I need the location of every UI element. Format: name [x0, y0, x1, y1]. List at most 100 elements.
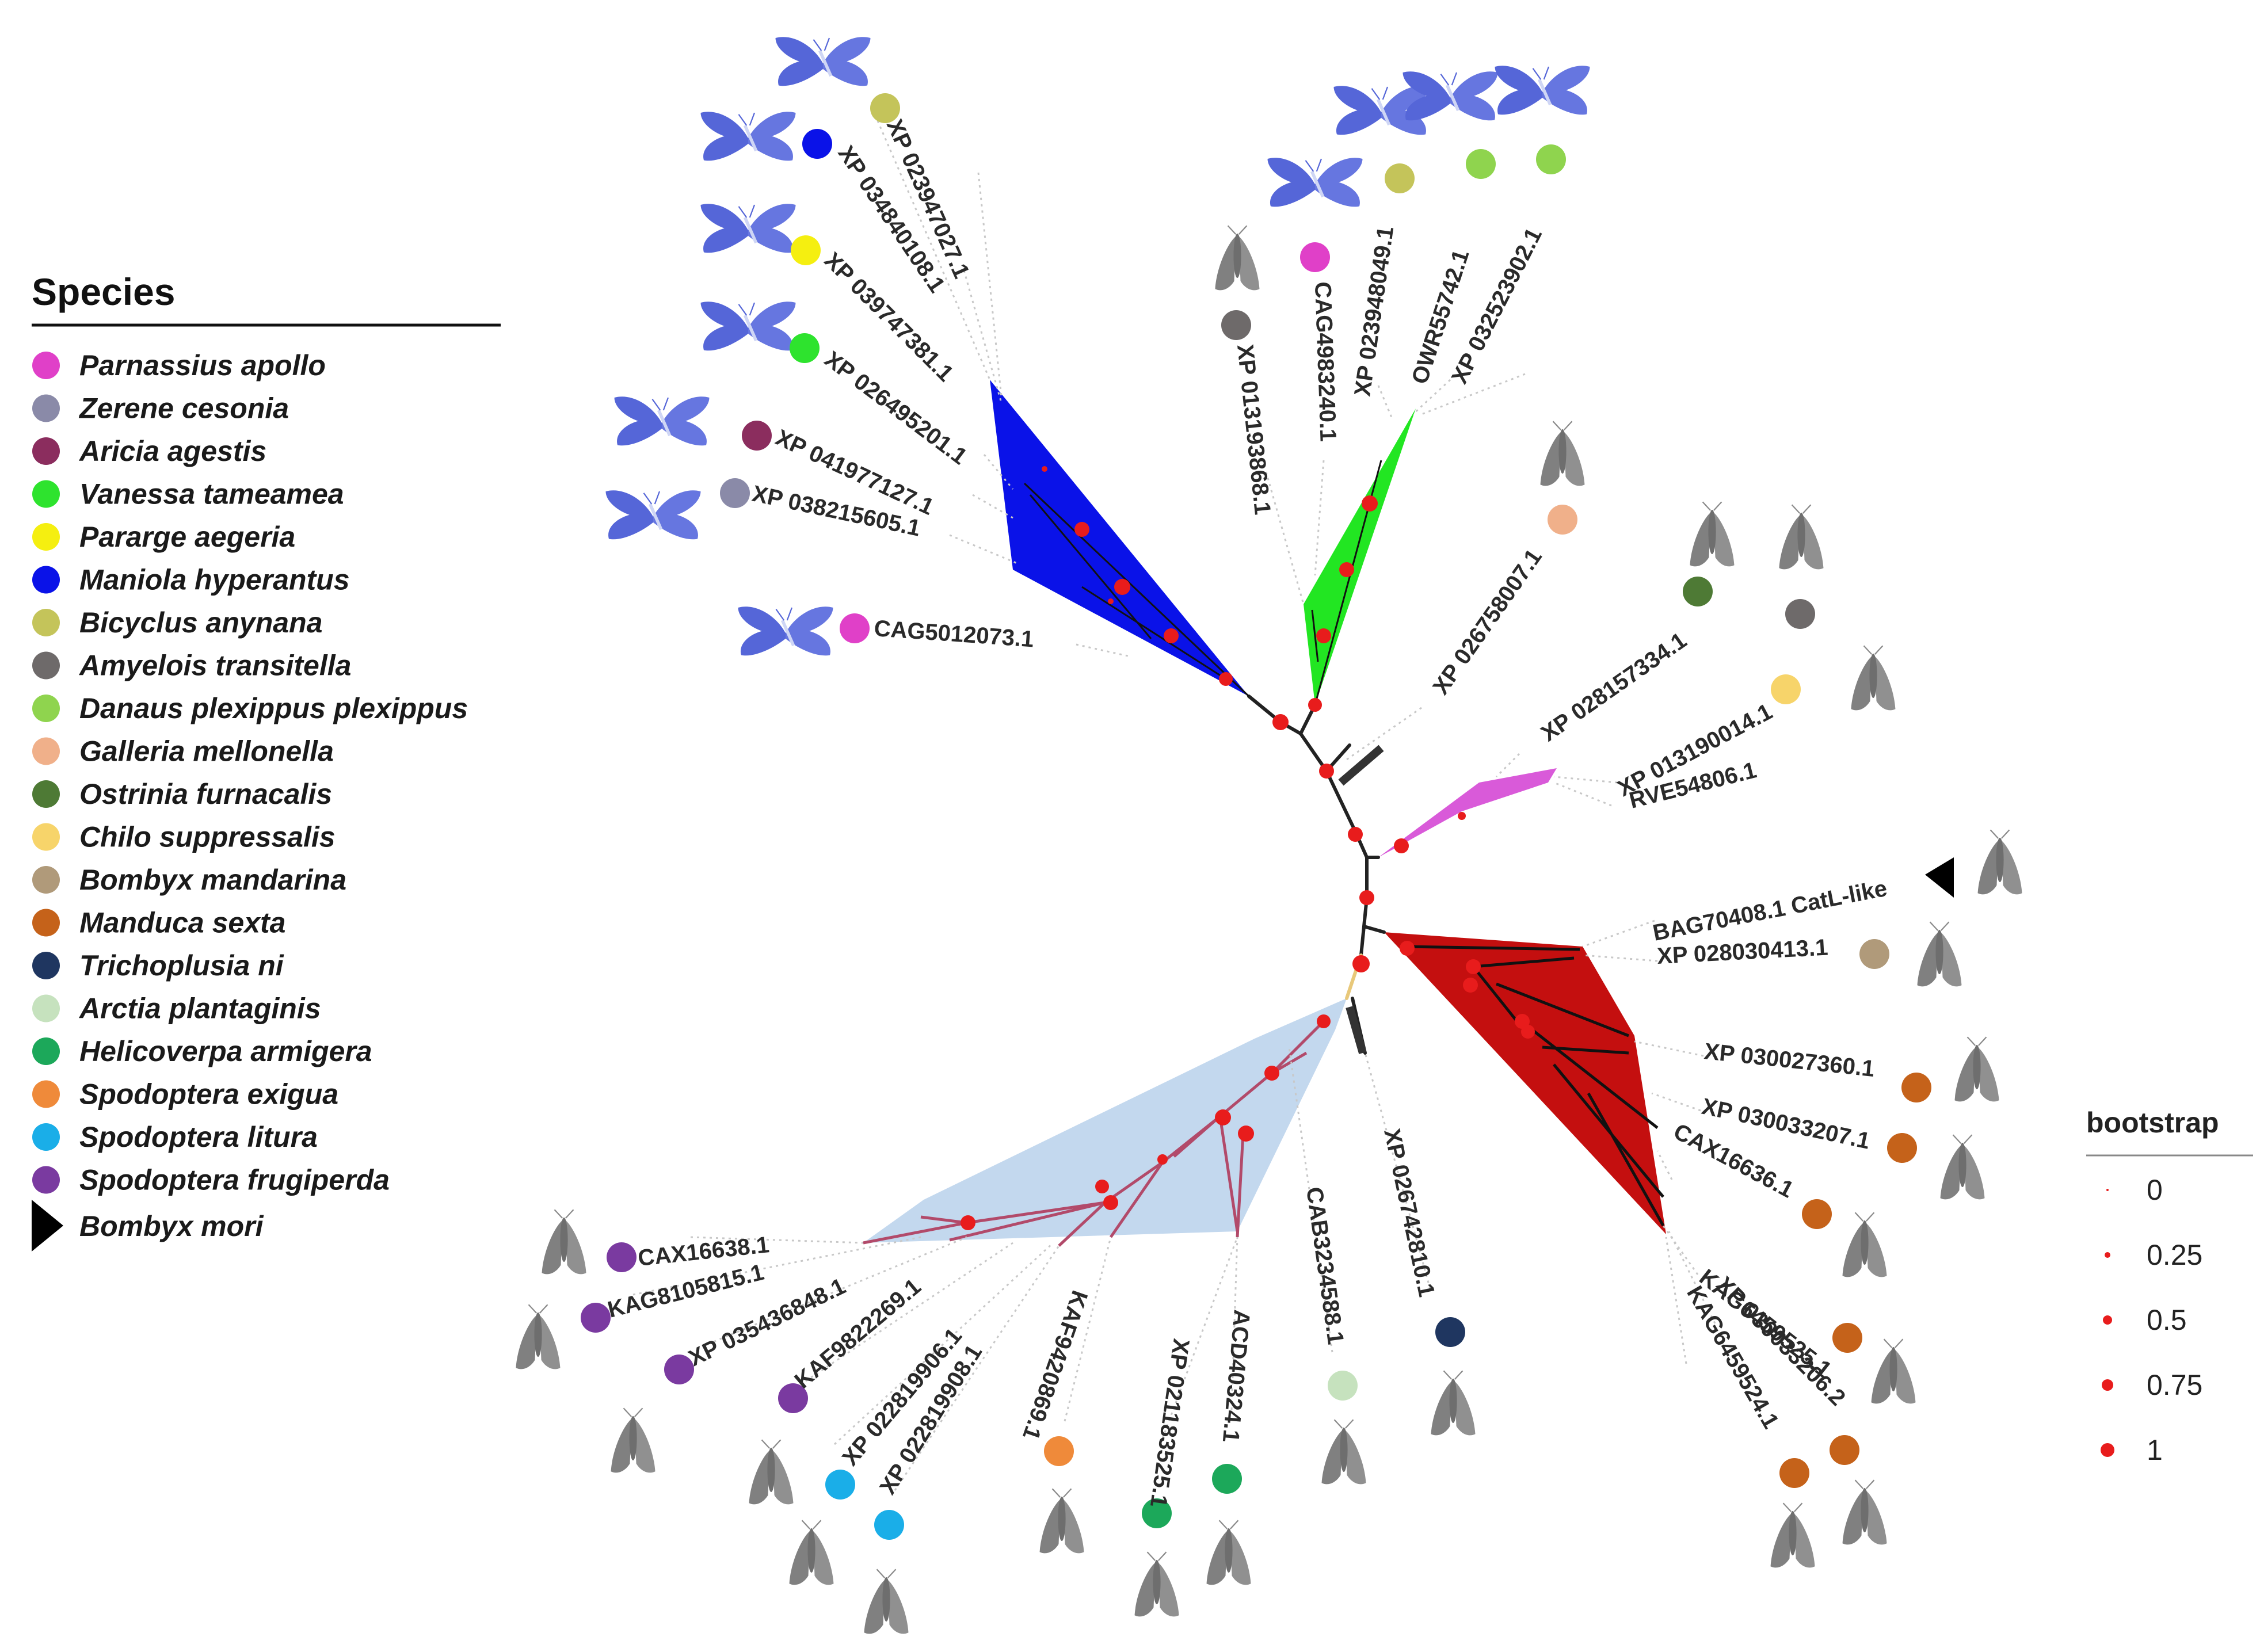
tip-label: XP 030027360.1	[1703, 1039, 1876, 1082]
tree-tip: XP 026495201.1	[701, 302, 972, 470]
species-dot	[1435, 1317, 1465, 1347]
bootstrap-node	[1317, 1014, 1331, 1028]
species-dot	[1142, 1498, 1172, 1528]
legend-swatch	[32, 394, 60, 422]
species-dot	[870, 93, 900, 123]
species-dot	[1859, 939, 1889, 969]
moth-icon	[1842, 1212, 1888, 1278]
galleria-branch-bar	[1338, 745, 1384, 786]
species-dot	[1385, 163, 1415, 193]
tree-tip: RVE54806.1	[1627, 645, 1896, 814]
legend-item-label: Amyelois transitella	[78, 650, 351, 682]
tree-tip: XP 030027360.1	[1703, 1036, 2000, 1102]
species-dot	[1802, 1199, 1832, 1229]
species-dot	[1300, 242, 1330, 272]
tree-tip: CAB3234588.1	[1301, 1185, 1367, 1485]
bootstrap-node	[1157, 1154, 1168, 1165]
legend-item-label: Bombyx mandarina	[79, 864, 346, 896]
bootstrap-node	[1466, 959, 1481, 974]
species-dot	[1785, 599, 1815, 629]
legend-swatch	[32, 352, 60, 379]
moth-icon	[1850, 645, 1896, 711]
bootstrap-node	[1458, 812, 1466, 820]
moth-icon	[1134, 1551, 1180, 1617]
legend-swatch	[32, 566, 60, 594]
red-clade-stem	[1362, 925, 1386, 934]
legend-item-label: Manduca sexta	[79, 907, 285, 939]
species-dot	[581, 1303, 611, 1333]
bootstrap-legend-title: bootstrap	[2086, 1107, 2219, 1139]
legend-item-label: Galleria mellonella	[79, 735, 334, 768]
bootstrap-node	[1042, 466, 1047, 472]
species-dot	[664, 1355, 694, 1384]
tip-label: XP 023948049.1	[1350, 225, 1398, 398]
legend-item-label: Helicoverpa armigera	[79, 1035, 372, 1067]
butterfly-icon	[776, 37, 871, 86]
species-dot	[720, 478, 750, 508]
bootstrap-node	[1095, 1180, 1109, 1193]
clade-blue-polygon	[990, 380, 1249, 696]
bootstrap-node	[1215, 1109, 1231, 1126]
tip-label: BAG70408.1 CatL-like	[1651, 876, 1889, 946]
bootstrap-legend-level: 0	[2147, 1174, 2163, 1206]
bootstrap-node	[1308, 698, 1322, 712]
legend-item-label: Bicyclus anynana	[79, 606, 322, 639]
species-dot	[778, 1383, 808, 1413]
clade-magenta-polygon	[1378, 768, 1557, 857]
legend-swatch	[32, 823, 60, 851]
bootstrap-node	[1074, 522, 1089, 537]
moth-icon	[863, 1569, 909, 1635]
bootstrap-legend-level: 0.5	[2147, 1304, 2187, 1336]
species-dot	[1771, 674, 1801, 704]
moth-icon	[788, 1520, 834, 1586]
moth-icon	[748, 1439, 794, 1505]
species-dot	[1901, 1073, 1931, 1102]
tip-label: XP 021183525.1	[1145, 1337, 1194, 1509]
moth-icon	[515, 1304, 561, 1370]
bootstrap-legend-level: 1	[2147, 1434, 2163, 1466]
bootstrap-node	[1339, 562, 1354, 577]
moth-icon	[610, 1407, 656, 1474]
tip-label: XP 026758007.1	[1428, 544, 1547, 699]
moth-icon	[1206, 1520, 1252, 1586]
tip-connector-lines	[632, 120, 1716, 1491]
red-clade-internal-branches	[1404, 945, 1665, 1227]
tree-tip: KAF9420869.1	[1017, 1287, 1092, 1554]
legend-swatch	[32, 866, 60, 894]
legend-item-label: Spodoptera exigua	[79, 1078, 338, 1111]
blue-green-internal-branches	[1023, 460, 1382, 705]
red-clade-branches	[1404, 945, 1665, 1227]
bootstrap-node	[1264, 1066, 1279, 1081]
tip-label: XP 028157334.1	[1537, 628, 1691, 747]
species-dot	[791, 235, 821, 265]
species-dot	[1832, 1323, 1862, 1353]
tree-branches	[1247, 695, 1386, 1055]
bootstrap-node	[1400, 941, 1415, 956]
species-dot	[1830, 1435, 1859, 1465]
tree-tip: ACD40324.1	[1206, 1308, 1255, 1586]
bootstrap-node	[1463, 978, 1478, 993]
moth-icon	[541, 1209, 587, 1275]
bootstrap-legend-marker	[2101, 1443, 2114, 1457]
tree-tip: XP 013193868.1	[1214, 225, 1275, 516]
butterfly-icon	[701, 302, 796, 350]
bootstrap-legend-level: 0.75	[2147, 1369, 2202, 1401]
species-dot	[790, 333, 820, 363]
moth-icon	[1770, 1502, 1816, 1569]
tree-tip: XP 030033206.2	[1712, 1272, 1859, 1569]
bootstrap-legend-marker	[2106, 1189, 2109, 1191]
legend-swatch	[32, 1123, 60, 1151]
butterfly-icon	[1268, 158, 1363, 207]
species-dot	[1044, 1436, 1074, 1466]
moth-icon	[1539, 421, 1586, 487]
moth-icon	[1870, 1338, 1916, 1405]
bootstrap-node	[1319, 764, 1334, 779]
bombyx-mori-triangle-icon	[32, 1200, 63, 1252]
backbone-branch	[1279, 720, 1369, 957]
legend-swatch	[32, 1080, 60, 1108]
moth-icon	[1977, 829, 2023, 895]
legend-item-label: Chilo suppressalis	[79, 821, 336, 853]
species-dot	[802, 129, 832, 159]
